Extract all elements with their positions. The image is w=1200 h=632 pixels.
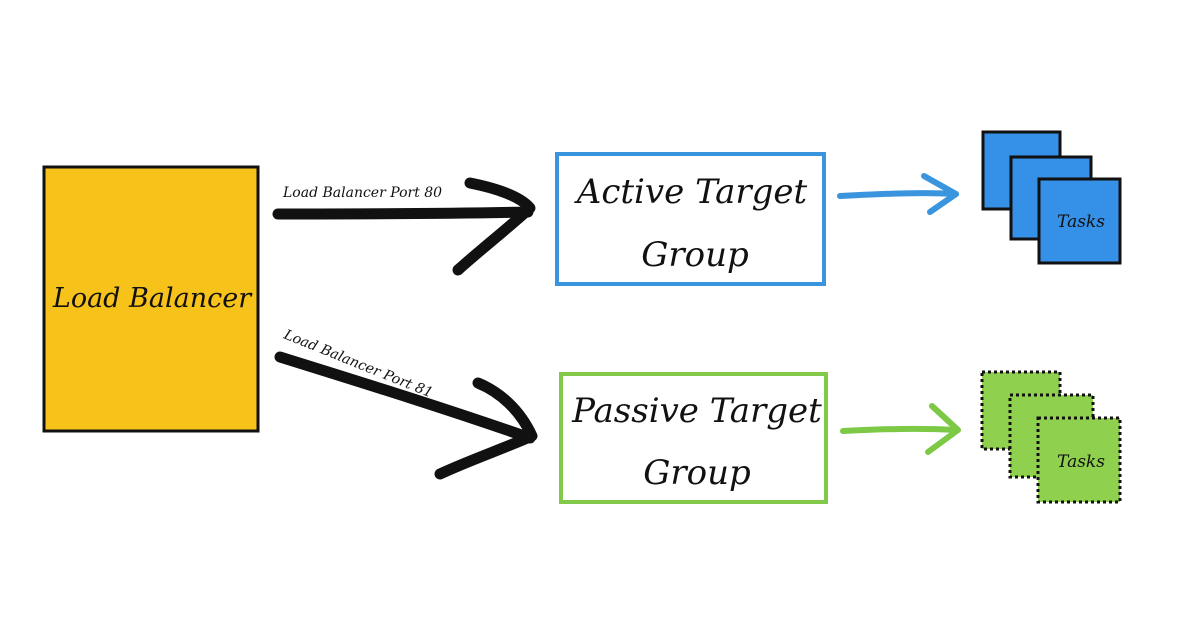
load-balancer-node: Load Balancer [42,165,260,433]
load-balancer-box [42,165,260,433]
active-target-group-line1: Active Target [574,172,808,212]
edge-passive-to-tasks [840,403,961,455]
passive-target-group-node: Passive Target Group [559,372,828,504]
active-tasks-label: Tasks [1057,212,1105,232]
active-tasks-stack: Tasks [981,130,1122,265]
arrow-port-81-shaft [274,351,536,444]
passive-target-group-line2: Group [643,453,751,493]
active-task-card-front [1037,177,1122,265]
passive-target-group-box [559,372,828,504]
passive-target-group-line1: Passive Target [571,391,822,431]
active-target-group-node: Active Target Group [555,152,826,286]
active-arrow-shaft [837,190,959,199]
passive-arrow-shaft [840,425,959,434]
arrow-port-81-head [434,377,538,480]
arrow-port-80-head [452,177,536,276]
edge-port-81: Load Balancer Port 81 [274,326,538,480]
edge-active-to-tasks [837,173,959,215]
active-target-group-line2: Group [641,235,749,275]
load-balancer-label: Load Balancer [52,283,253,314]
arrow-port-80-shaft [272,206,534,220]
passive-tasks-label: Tasks [1057,452,1105,472]
port-80-label: Load Balancer Port 80 [282,185,442,201]
passive-arrow-head [925,403,961,455]
passive-tasks-stack: Tasks [980,370,1122,504]
active-arrow-head [921,173,959,215]
passive-task-card-front [1036,416,1122,504]
edge-port-80: Load Balancer Port 80 [272,177,536,276]
active-target-group-box [555,152,826,286]
